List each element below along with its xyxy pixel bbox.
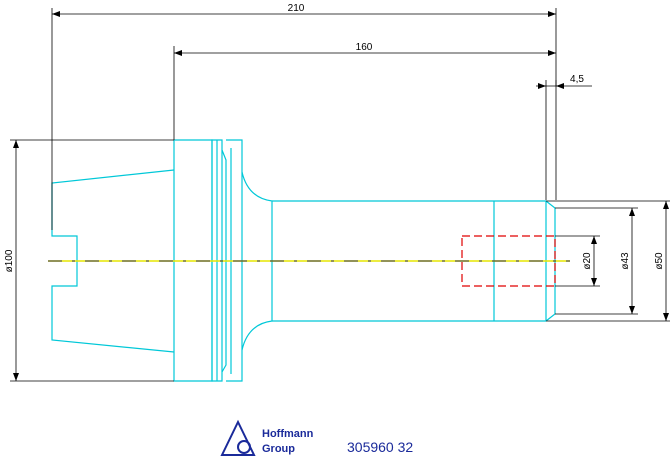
dim-shank-length: 160	[356, 42, 373, 53]
dim-flange-diameter: ø100	[4, 249, 15, 272]
logo-line1: Hoffmann	[262, 428, 314, 440]
logo-line2: Group	[262, 443, 295, 455]
part-number: 305960 32	[347, 439, 413, 455]
flange-groove	[211, 139, 227, 382]
hoffmann-logo: Hoffmann Group	[220, 419, 314, 456]
logo-triangle-icon	[220, 419, 256, 456]
dim-bore-diameter: ø20	[582, 252, 593, 270]
dim-body-diameter: ø50	[654, 252, 665, 270]
dimension-lines	[10, 8, 670, 382]
dim-tip-offset: 4,5	[570, 74, 584, 85]
logo-gear-icon	[237, 440, 251, 454]
dim-tip-diameter: ø43	[620, 252, 631, 270]
dim-overall-length: 210	[288, 3, 305, 14]
dimension-arrows	[13, 11, 669, 381]
